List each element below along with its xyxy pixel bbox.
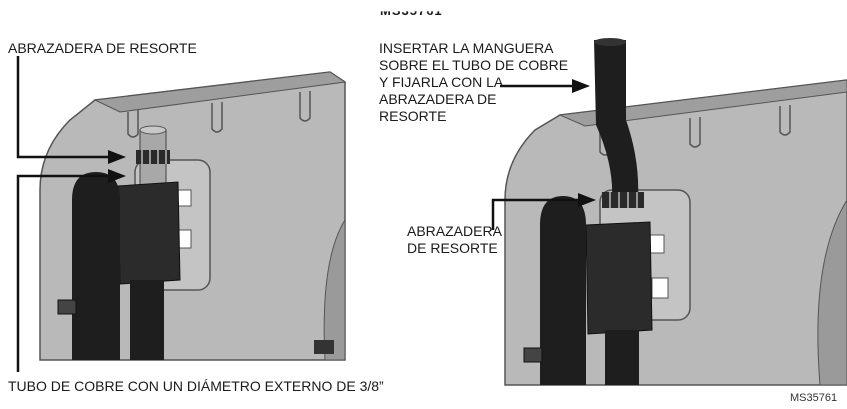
label-line: SOBRE EL TUBO DE COBRE: [379, 57, 569, 73]
drain-hose-right: [540, 196, 586, 385]
label-line: DE RESORTE: [407, 240, 498, 256]
spring-clamp-left: [136, 150, 170, 164]
drain-hose-left: [72, 172, 120, 360]
dome-right: [817, 199, 847, 386]
hose-clip: [57, 299, 77, 315]
label-line: ABRAZADERA DE: [379, 91, 497, 107]
spring-clamp-right: [602, 192, 644, 208]
label-line: RESORTE: [379, 108, 447, 124]
right-panel: [491, 38, 847, 386]
label-spring-clamp-left: ABRAZADERA DE RESORTE: [8, 40, 197, 56]
hose-clip: [523, 347, 543, 363]
drain-valve: [314, 340, 334, 354]
arrowhead: [108, 150, 126, 164]
leader-tube-left: [16, 174, 108, 372]
leader-clamp-right: [491, 198, 578, 230]
label-line: INSERTAR LA MANGUERA: [379, 40, 554, 56]
label-insert-hose: INSERTAR LA MANGUERA SOBRE EL TUBO DE CO…: [379, 40, 568, 125]
left-panel: [16, 56, 347, 372]
arrowhead: [572, 79, 590, 93]
housing-tab: [689, 117, 701, 148]
housing-rim-left: [93, 71, 347, 113]
hose-end: [594, 38, 626, 46]
vent-slot: [651, 277, 669, 299]
label-spring-clamp-right: ABRAZADERA DE RESORTE: [407, 223, 502, 257]
header-fragment: MS35761: [380, 3, 443, 18]
label-line: Y FIJARLA CON LA: [379, 74, 504, 90]
housing-tab: [127, 110, 139, 138]
drain-hose-up: [594, 40, 639, 200]
label-line: ABRAZADERA: [407, 223, 502, 239]
arrowhead: [108, 169, 126, 183]
housing-rim-right: [558, 79, 847, 127]
leader-clamp-left: [16, 56, 108, 159]
label-copper-tube: TUBO DE COBRE CON UN DIÁMETRO EXTERNO DE…: [8, 378, 384, 394]
drain-trap-right: [585, 221, 653, 335]
hose-lower-right: [605, 330, 639, 385]
housing-tab: [211, 102, 223, 133]
drain-trap-left: [117, 181, 181, 285]
arrowhead: [578, 193, 596, 207]
tube-end: [139, 125, 167, 135]
figure-id: MS35761: [790, 392, 838, 404]
dome-left: [323, 218, 346, 361]
hose-lower: [130, 280, 164, 360]
housing-tab: [299, 91, 311, 122]
housing-tab: [779, 105, 791, 136]
